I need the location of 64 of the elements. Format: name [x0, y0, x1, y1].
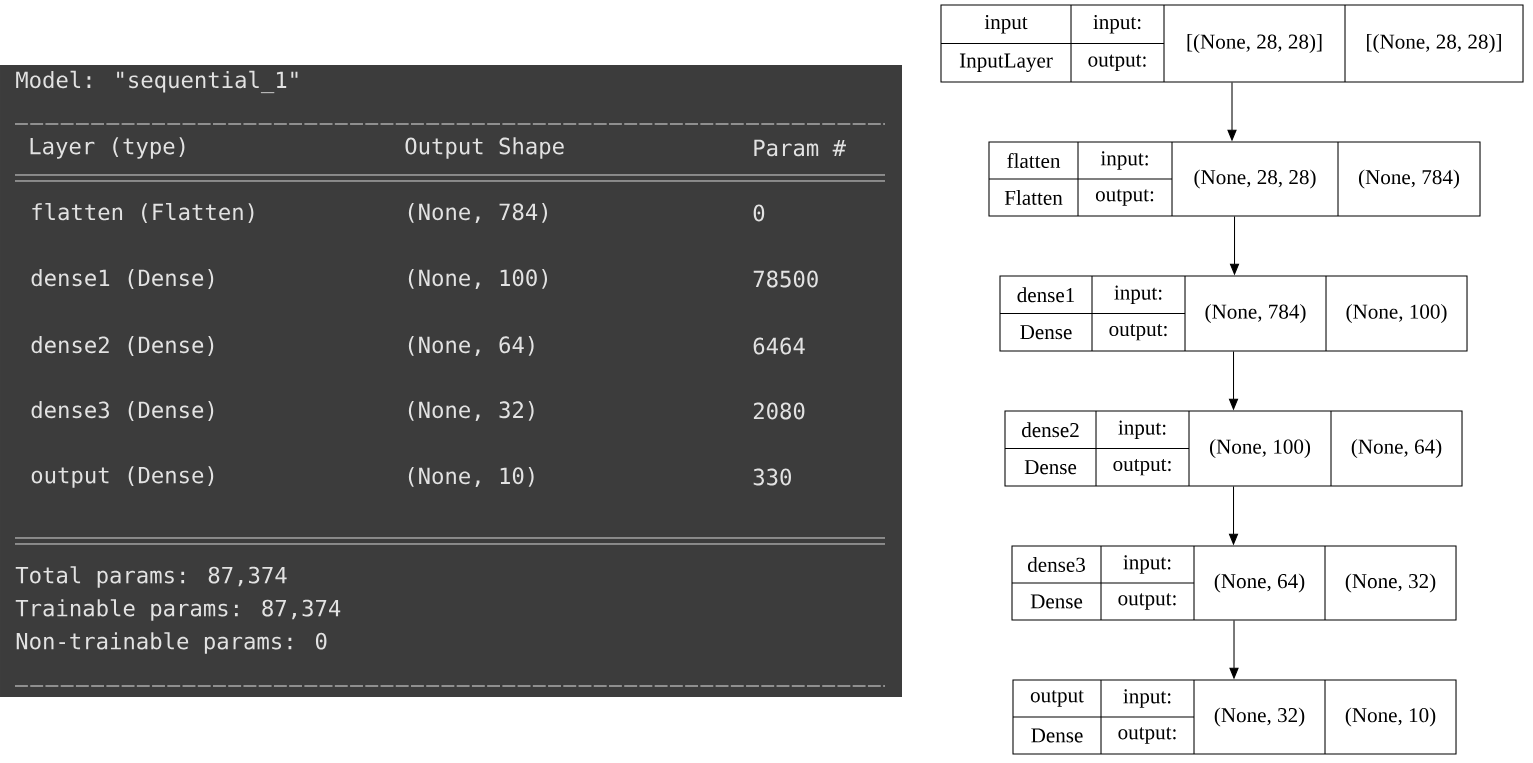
- shape-text: (None, 784): [1205, 303, 1306, 324]
- port-label: input:: [1118, 420, 1166, 439]
- layer-box: [999, 275, 1468, 352]
- console-text: dense3 (Dense): [31, 401, 214, 421]
- console-text: 330: [753, 468, 791, 486]
- shape-text: (None, 100): [1346, 303, 1447, 324]
- shape-text: (None, 784): [1359, 169, 1460, 189]
- layer-box: [988, 141, 1481, 217]
- console-text: 6464: [753, 337, 805, 355]
- layer-type: Flatten: [1004, 190, 1063, 205]
- layer-type: Dense: [1020, 325, 1072, 340]
- layer-name: dense3: [1028, 557, 1085, 572]
- layer-name: input: [984, 14, 1028, 34]
- shape-text: (None, 32): [1214, 707, 1305, 727]
- layer-type: Dense: [1031, 728, 1083, 743]
- layer-name: flatten: [1007, 152, 1061, 168]
- shape-text: [(None, 28, 28)]: [1187, 33, 1322, 54]
- shape-text: (None, 100): [1210, 438, 1311, 459]
- console-text: flatten (Flatten): [32, 203, 254, 223]
- console-text: 2080: [753, 402, 805, 420]
- port-label: input:: [1114, 285, 1162, 304]
- layer-name: dense2: [1022, 422, 1079, 438]
- console-text: dense1 (Dense): [31, 269, 214, 289]
- port-label: input:: [1093, 14, 1141, 34]
- console-text: Output Shape: [405, 137, 564, 159]
- port-label: output:: [1109, 324, 1167, 341]
- console-text: Param #: [754, 139, 846, 157]
- port-label: output:: [1088, 54, 1146, 71]
- shape-text: (None, 64): [1214, 573, 1305, 593]
- layer-type: Dense: [1030, 594, 1083, 609]
- shape-text: (None, 32): [1345, 573, 1436, 593]
- port-label: output:: [1113, 459, 1171, 476]
- shape-text: (None, 10): [1345, 707, 1436, 727]
- console-text: dense2 (Dense): [31, 336, 214, 356]
- console-text: (None, 32): [408, 401, 534, 421]
- console-text: Non-trainable params: 0: [16, 632, 327, 654]
- console-text: output (Dense): [31, 466, 214, 488]
- console-text: Model: "sequential_1": [16, 70, 298, 94]
- layer-box: [940, 4, 1524, 83]
- console-text: (None, 784): [408, 203, 547, 223]
- port-label: output:: [1118, 727, 1176, 744]
- layer-box: [1004, 410, 1463, 487]
- port-label: output:: [1095, 189, 1154, 206]
- shape-text: (None, 28, 28): [1194, 169, 1316, 189]
- port-label: input:: [1123, 555, 1171, 574]
- console-text: 0: [753, 204, 765, 222]
- port-label: output:: [1118, 593, 1176, 610]
- layer-name: output: [1030, 690, 1084, 707]
- console-text: (None, 64): [408, 336, 534, 356]
- layer-type: InputLayer: [959, 53, 1053, 72]
- console-text: (None, 100): [408, 269, 547, 289]
- console-text: Trainable params: 87,374: [15, 599, 341, 621]
- shape-text: [(None, 28, 28)]: [1367, 33, 1501, 54]
- port-label: input:: [1100, 151, 1148, 170]
- shape-text: (None, 64): [1351, 438, 1442, 459]
- console-text: 78500: [753, 270, 818, 288]
- console-text: (None, 10): [408, 467, 534, 487]
- layer-name: dense1: [1017, 287, 1075, 303]
- console-text: Layer (type): [30, 137, 185, 159]
- layer-type: Dense: [1024, 460, 1077, 475]
- port-label: input:: [1123, 689, 1171, 708]
- layer-box: [1012, 679, 1457, 755]
- console-text: Total params: 87,374: [15, 566, 287, 588]
- layer-box: [1011, 545, 1457, 621]
